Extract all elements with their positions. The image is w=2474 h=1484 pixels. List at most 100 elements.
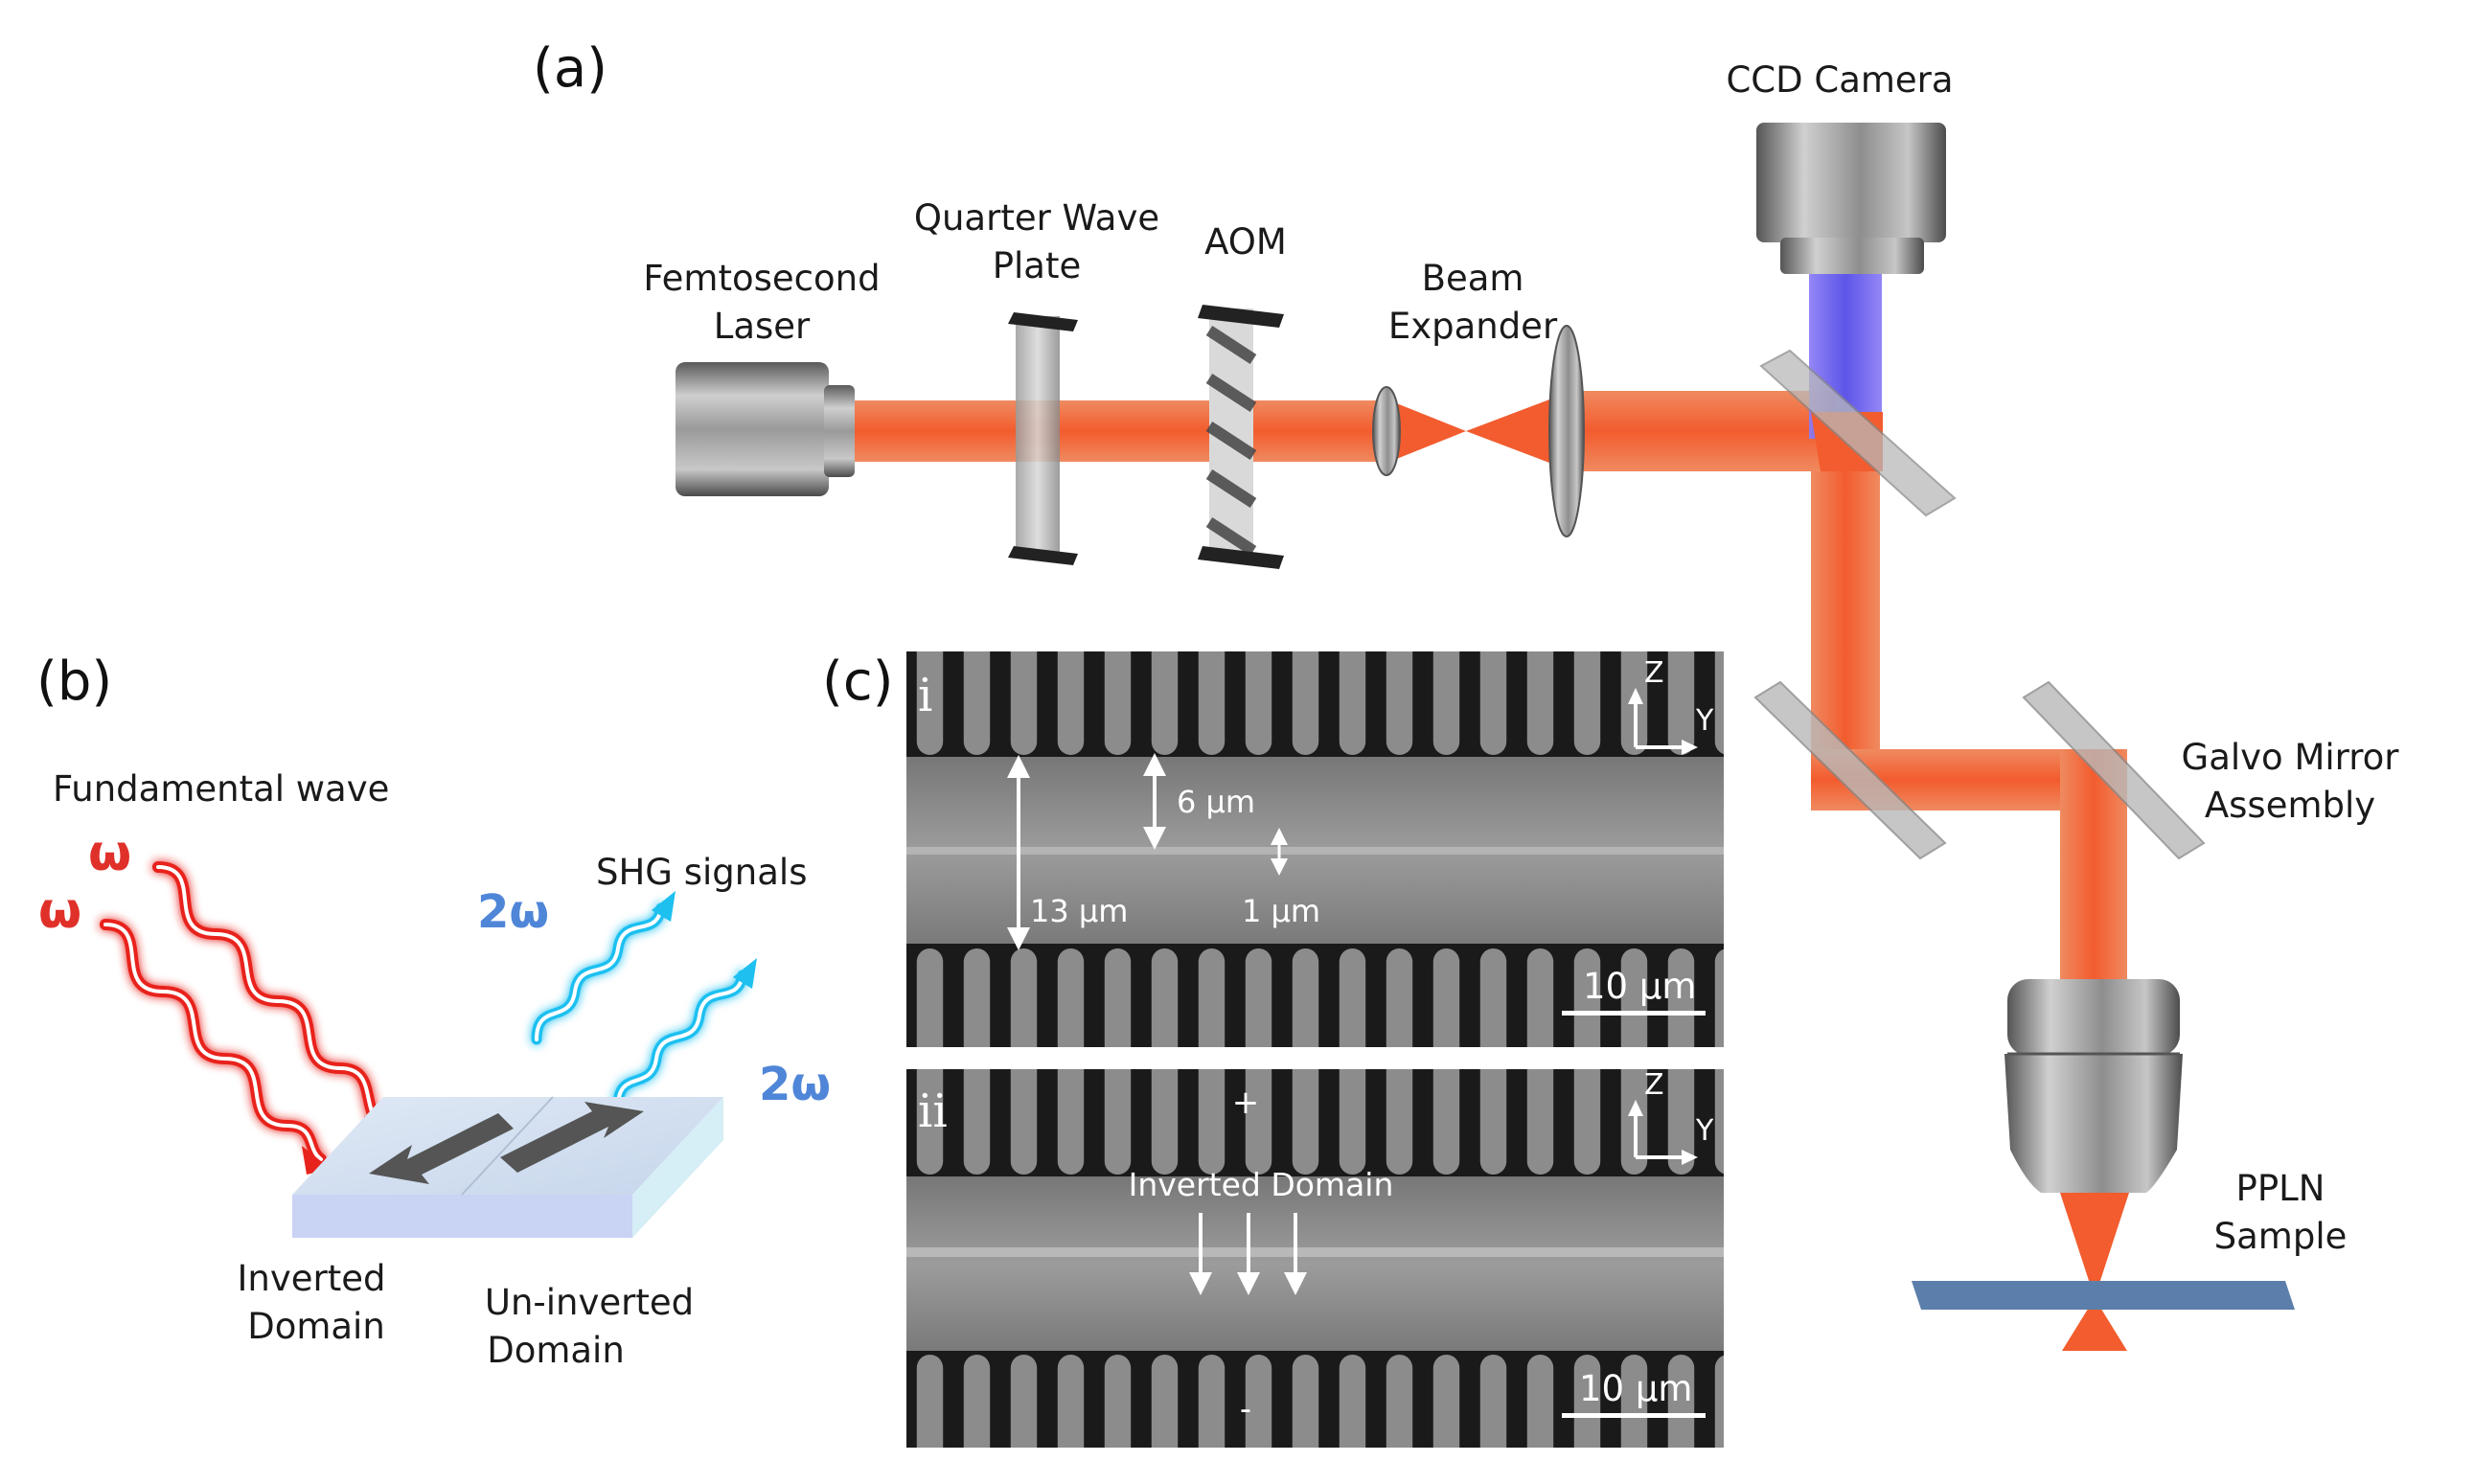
domain-finger [1198, 1069, 1226, 1175]
domain-finger [1526, 1069, 1554, 1175]
label-aom: AOM [1204, 221, 1287, 263]
laser-beam-vertical [1811, 412, 2127, 984]
domain-finger [1432, 948, 1460, 1047]
domain-finger [1292, 1355, 1319, 1448]
micrograph-ii [906, 1069, 1724, 1448]
label-inverted-2: Domain [247, 1306, 385, 1347]
polarity-plus: + [1232, 1084, 1260, 1122]
label-camera: CCD Camera [1726, 59, 1953, 101]
image-i-label: i [918, 669, 932, 722]
domain-finger [1573, 651, 1601, 755]
label-uninverted-2: Domain [487, 1330, 625, 1371]
two-omega-symbol-1: 2ω [477, 885, 549, 939]
transmitted-beam [2062, 1298, 2127, 1351]
domain-finger [1386, 1069, 1413, 1175]
domain-finger [1245, 1355, 1272, 1448]
omega-symbol-2: ω [38, 882, 81, 940]
domain-finger [1010, 1355, 1038, 1448]
fundamental-wave-1 [152, 861, 389, 1134]
label-sample-1: PPLN [2236, 1168, 2325, 1209]
domain-finger [1479, 948, 1507, 1047]
scale-bar-i [1562, 1011, 1706, 1016]
image-ii-label: ii [918, 1084, 948, 1138]
domain-finger [1010, 948, 1038, 1047]
domain-finger [963, 651, 991, 755]
domain-finger [1667, 1355, 1695, 1448]
domain-finger [1198, 948, 1226, 1047]
domain-finger [1010, 1069, 1038, 1175]
galvo-mirror-1 [1753, 680, 1947, 860]
domain-finger [1339, 1355, 1366, 1448]
axes-indicator-ii [1634, 1111, 1686, 1159]
label-laser-2: Laser [714, 306, 811, 347]
uninverted-domain-arrow [500, 1102, 644, 1173]
domain-finger [1667, 1069, 1695, 1175]
domain-finger [1339, 651, 1366, 755]
label-fundamental: Fundamental wave [53, 768, 389, 810]
domain-finger [1339, 948, 1366, 1047]
domain-finger [1057, 1355, 1085, 1448]
domain-finger [1667, 948, 1695, 1047]
axis-label-z-i: Z [1644, 656, 1664, 690]
label-expander-1: Beam [1422, 258, 1524, 299]
domain-finger [1714, 1069, 1724, 1175]
domain-finger [1198, 1355, 1226, 1448]
domain-finger [1245, 651, 1272, 755]
shg-arrowhead-2 [733, 958, 757, 989]
axis-arrow-y-i [1682, 740, 1698, 755]
domain-finger [1573, 1069, 1601, 1175]
domain-finger [1620, 1355, 1648, 1448]
axis-arrow-z-ii [1628, 1100, 1643, 1116]
domain-finger [1104, 651, 1132, 755]
dimension-label-13um: 13 µm [1030, 893, 1128, 929]
galvo-mirror-2 [2022, 680, 2206, 860]
ccd-camera [1756, 123, 1946, 274]
inverted-domain-label: Inverted Domain [1129, 1166, 1394, 1203]
domain-finger [1151, 948, 1179, 1047]
axis-label-y-ii: Y [1695, 1114, 1714, 1148]
domain-finger [1104, 948, 1132, 1047]
domain-finger [1573, 1355, 1601, 1448]
domain-finger [1292, 948, 1319, 1047]
domain-finger [1386, 651, 1413, 755]
label-expander-2: Expander [1388, 306, 1558, 347]
shg-wave-fill [535, 906, 744, 1108]
domain-finger [1339, 1069, 1366, 1175]
domain-finger [1292, 651, 1319, 755]
panel-label-b: (b) [36, 651, 112, 713]
femtosecond-laser [676, 362, 855, 496]
domain-finger [1714, 948, 1724, 1047]
beam-expander [1372, 325, 1585, 537]
domain-finger [1386, 1355, 1413, 1448]
domain-finger [1151, 1355, 1179, 1448]
label-galvo-1: Galvo Mirror [2182, 737, 2400, 778]
label-inverted-1: Inverted [238, 1258, 386, 1299]
label-laser-1: Femtosecond [643, 258, 880, 299]
scale-bar-label-i: 10 µm [1583, 966, 1696, 1007]
label-uninverted-1: Un-inverted [485, 1282, 694, 1323]
ppln-block [292, 1096, 723, 1238]
domain-finger [1151, 651, 1179, 755]
domain-finger [1386, 948, 1413, 1047]
focused-beam [2060, 1193, 2129, 1298]
domain-finger [1057, 948, 1085, 1047]
shg-arrowhead-1 [652, 891, 676, 922]
domain-finger [1479, 651, 1507, 755]
domain-finger [1198, 651, 1226, 755]
domain-finger [1151, 1069, 1179, 1175]
laser-beam-horizontal [843, 391, 1835, 471]
axis-label-y-i: Y [1695, 704, 1714, 738]
fundamental-wave-fill [103, 865, 385, 1161]
panel-label-a: (a) [533, 37, 607, 100]
domain-finger [1245, 948, 1272, 1047]
domain-finger [1526, 651, 1554, 755]
domain-finger [916, 1069, 944, 1175]
domain-finger [1010, 651, 1038, 755]
label-shg: SHG signals [596, 852, 807, 893]
domain-finger [1667, 651, 1695, 755]
domain-finger [916, 651, 944, 755]
domain-finger [1057, 1069, 1085, 1175]
domain-finger [1714, 1355, 1724, 1448]
polarity-minus: - [1240, 1390, 1251, 1428]
